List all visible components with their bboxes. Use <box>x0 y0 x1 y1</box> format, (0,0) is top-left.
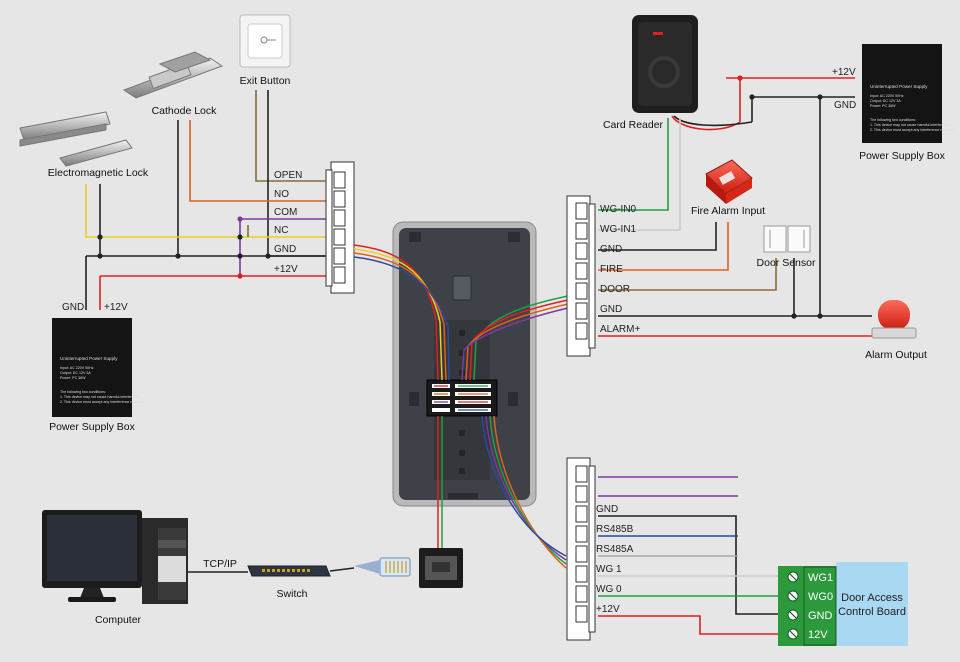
left-wiring <box>85 90 333 310</box>
board-label-line1: Door Access <box>841 592 903 604</box>
board-label-line2: Control Board <box>838 606 906 618</box>
computer-label: Computer <box>95 614 142 626</box>
terminal-label-wg-in0: WG-IN0 <box>600 204 637 215</box>
psu-left-12v-label: +12V <box>104 302 128 313</box>
left-terminal-labels: OPEN NO COM NC GND +12V <box>274 170 302 275</box>
right-top-terminal-labels: WG-IN0 WG-IN1 GND FIRE DOOR GND ALARM+ <box>600 204 640 335</box>
fire-alarm-device: Fire Alarm Input <box>691 159 765 217</box>
terminal-label-rs485b: RS485B <box>596 524 634 535</box>
switch-label: Switch <box>277 588 308 600</box>
terminal-label-nc: NC <box>274 225 288 236</box>
terminal-label-gnd-bottom: GND <box>596 504 618 515</box>
psu-right-gnd-label: GND <box>834 100 856 111</box>
controller-harness <box>353 244 569 569</box>
ethernet-connectors <box>354 548 463 588</box>
psu-left-label: Power Supply Box <box>49 421 136 433</box>
psu-left-device: GND +12V Uninterrupted Power Supply Inpu… <box>49 302 145 433</box>
terminal-label-alarm: ALARM+ <box>600 324 640 335</box>
right-junction-dots <box>737 75 823 319</box>
svg-text:Power: PC 36W: Power: PC 36W <box>60 376 86 380</box>
card-reader-label: Card Reader <box>603 119 664 131</box>
exit-button-device: Exit Button <box>239 14 291 87</box>
door-sensor-label: Door Sensor <box>757 257 816 269</box>
svg-text:Input: AC 220V 50Hz: Input: AC 220V 50Hz <box>60 366 94 370</box>
right-top-wiring <box>598 77 872 337</box>
card-reader-device: Card Reader <box>603 15 698 131</box>
bottom-terminal-block <box>566 457 596 641</box>
svg-text:Uninterrupted Power Supply: Uninterrupted Power Supply <box>60 356 118 361</box>
right-top-terminal-block <box>566 195 596 357</box>
svg-text:1. This device may not cause h: 1. This device may not cause harmful int… <box>60 395 140 399</box>
terminal-label-fire: FIRE <box>600 264 623 275</box>
board-pin-gnd: GND <box>808 610 833 622</box>
terminal-label-wg0: WG 0 <box>596 584 622 595</box>
cathode-lock-label: Cathode Lock <box>152 105 218 117</box>
terminal-label-door: DOOR <box>600 284 630 295</box>
svg-text:The following two conditions:: The following two conditions: <box>870 118 916 122</box>
exit-button-label: Exit Button <box>240 75 291 87</box>
terminal-label-gnd: GND <box>274 244 296 255</box>
rj45-plug-icon <box>354 557 411 577</box>
network-link: TCP/IP <box>188 558 355 573</box>
psu-right-device: +12V GND Uninterrupted Power Supply Inpu… <box>832 44 955 162</box>
fire-alarm-label: Fire Alarm Input <box>691 205 765 217</box>
switch-device: Switch <box>247 565 331 600</box>
terminal-label-no: NO <box>274 189 289 200</box>
terminal-label-gnd-2: GND <box>600 304 622 315</box>
svg-text:Output: DC 12V 3A: Output: DC 12V 3A <box>60 371 91 375</box>
computer-device: Computer <box>42 510 188 626</box>
left-junction-dots <box>97 216 271 279</box>
board-pin-12v: 12V <box>808 629 828 641</box>
tcpip-label: TCP/IP <box>203 558 237 570</box>
svg-text:The following two conditions:: The following two conditions: <box>60 390 106 394</box>
svg-text:Input: AC 220V 50Hz: Input: AC 220V 50Hz <box>870 94 904 98</box>
terminal-label-open: OPEN <box>274 170 302 181</box>
terminal-label-com: COM <box>274 207 297 218</box>
cathode-lock-device: Cathode Lock <box>122 51 224 117</box>
board-pin-wg1: WG1 <box>808 572 833 584</box>
terminal-label-wg1: WG 1 <box>596 564 622 575</box>
door-access-control-board: WG1 WG0 GND 12V Door Access Control Boar… <box>778 562 908 646</box>
terminal-label-12v: +12V <box>274 264 298 275</box>
svg-text:Output: DC 12V 3A: Output: DC 12V 3A <box>870 99 901 103</box>
psu-right-label: Power Supply Box <box>859 150 946 162</box>
alarm-output-label: Alarm Output <box>865 349 927 361</box>
em-lock-label: Electromagnetic Lock <box>48 167 149 179</box>
left-terminal-block <box>325 161 355 294</box>
em-lock-device: Electromagnetic Lock <box>19 111 149 179</box>
terminal-label-gnd-1: GND <box>600 244 622 255</box>
terminal-label-wg-in1: WG-IN1 <box>600 224 637 235</box>
svg-text:Power: PC 36W: Power: PC 36W <box>870 104 896 108</box>
psu-right-12v-label: +12V <box>832 67 856 78</box>
alarm-output-device: Alarm Output <box>865 300 927 361</box>
access-controller-device <box>392 221 537 507</box>
board-pin-wg0: WG0 <box>808 591 833 603</box>
bottom-terminal-wiring <box>598 476 790 635</box>
svg-text:2. This device must accept any: 2. This device must accept any interfere… <box>870 128 955 132</box>
terminal-label-12v-bottom: +12V <box>596 604 620 615</box>
door-sensor-device: Door Sensor <box>757 225 816 269</box>
terminal-label-rs485a: RS485A <box>596 544 634 555</box>
svg-text:1. This device may not cause h: 1. This device may not cause harmful int… <box>870 123 950 127</box>
svg-text:2. This device must accept any: 2. This device must accept any interfere… <box>60 400 145 404</box>
psu-left-gnd-label: GND <box>62 302 84 313</box>
svg-text:Uninterrupted Power Supply: Uninterrupted Power Supply <box>870 84 928 89</box>
bottom-terminal-labels: GND RS485B RS485A WG 1 WG 0 +12V <box>596 504 634 615</box>
